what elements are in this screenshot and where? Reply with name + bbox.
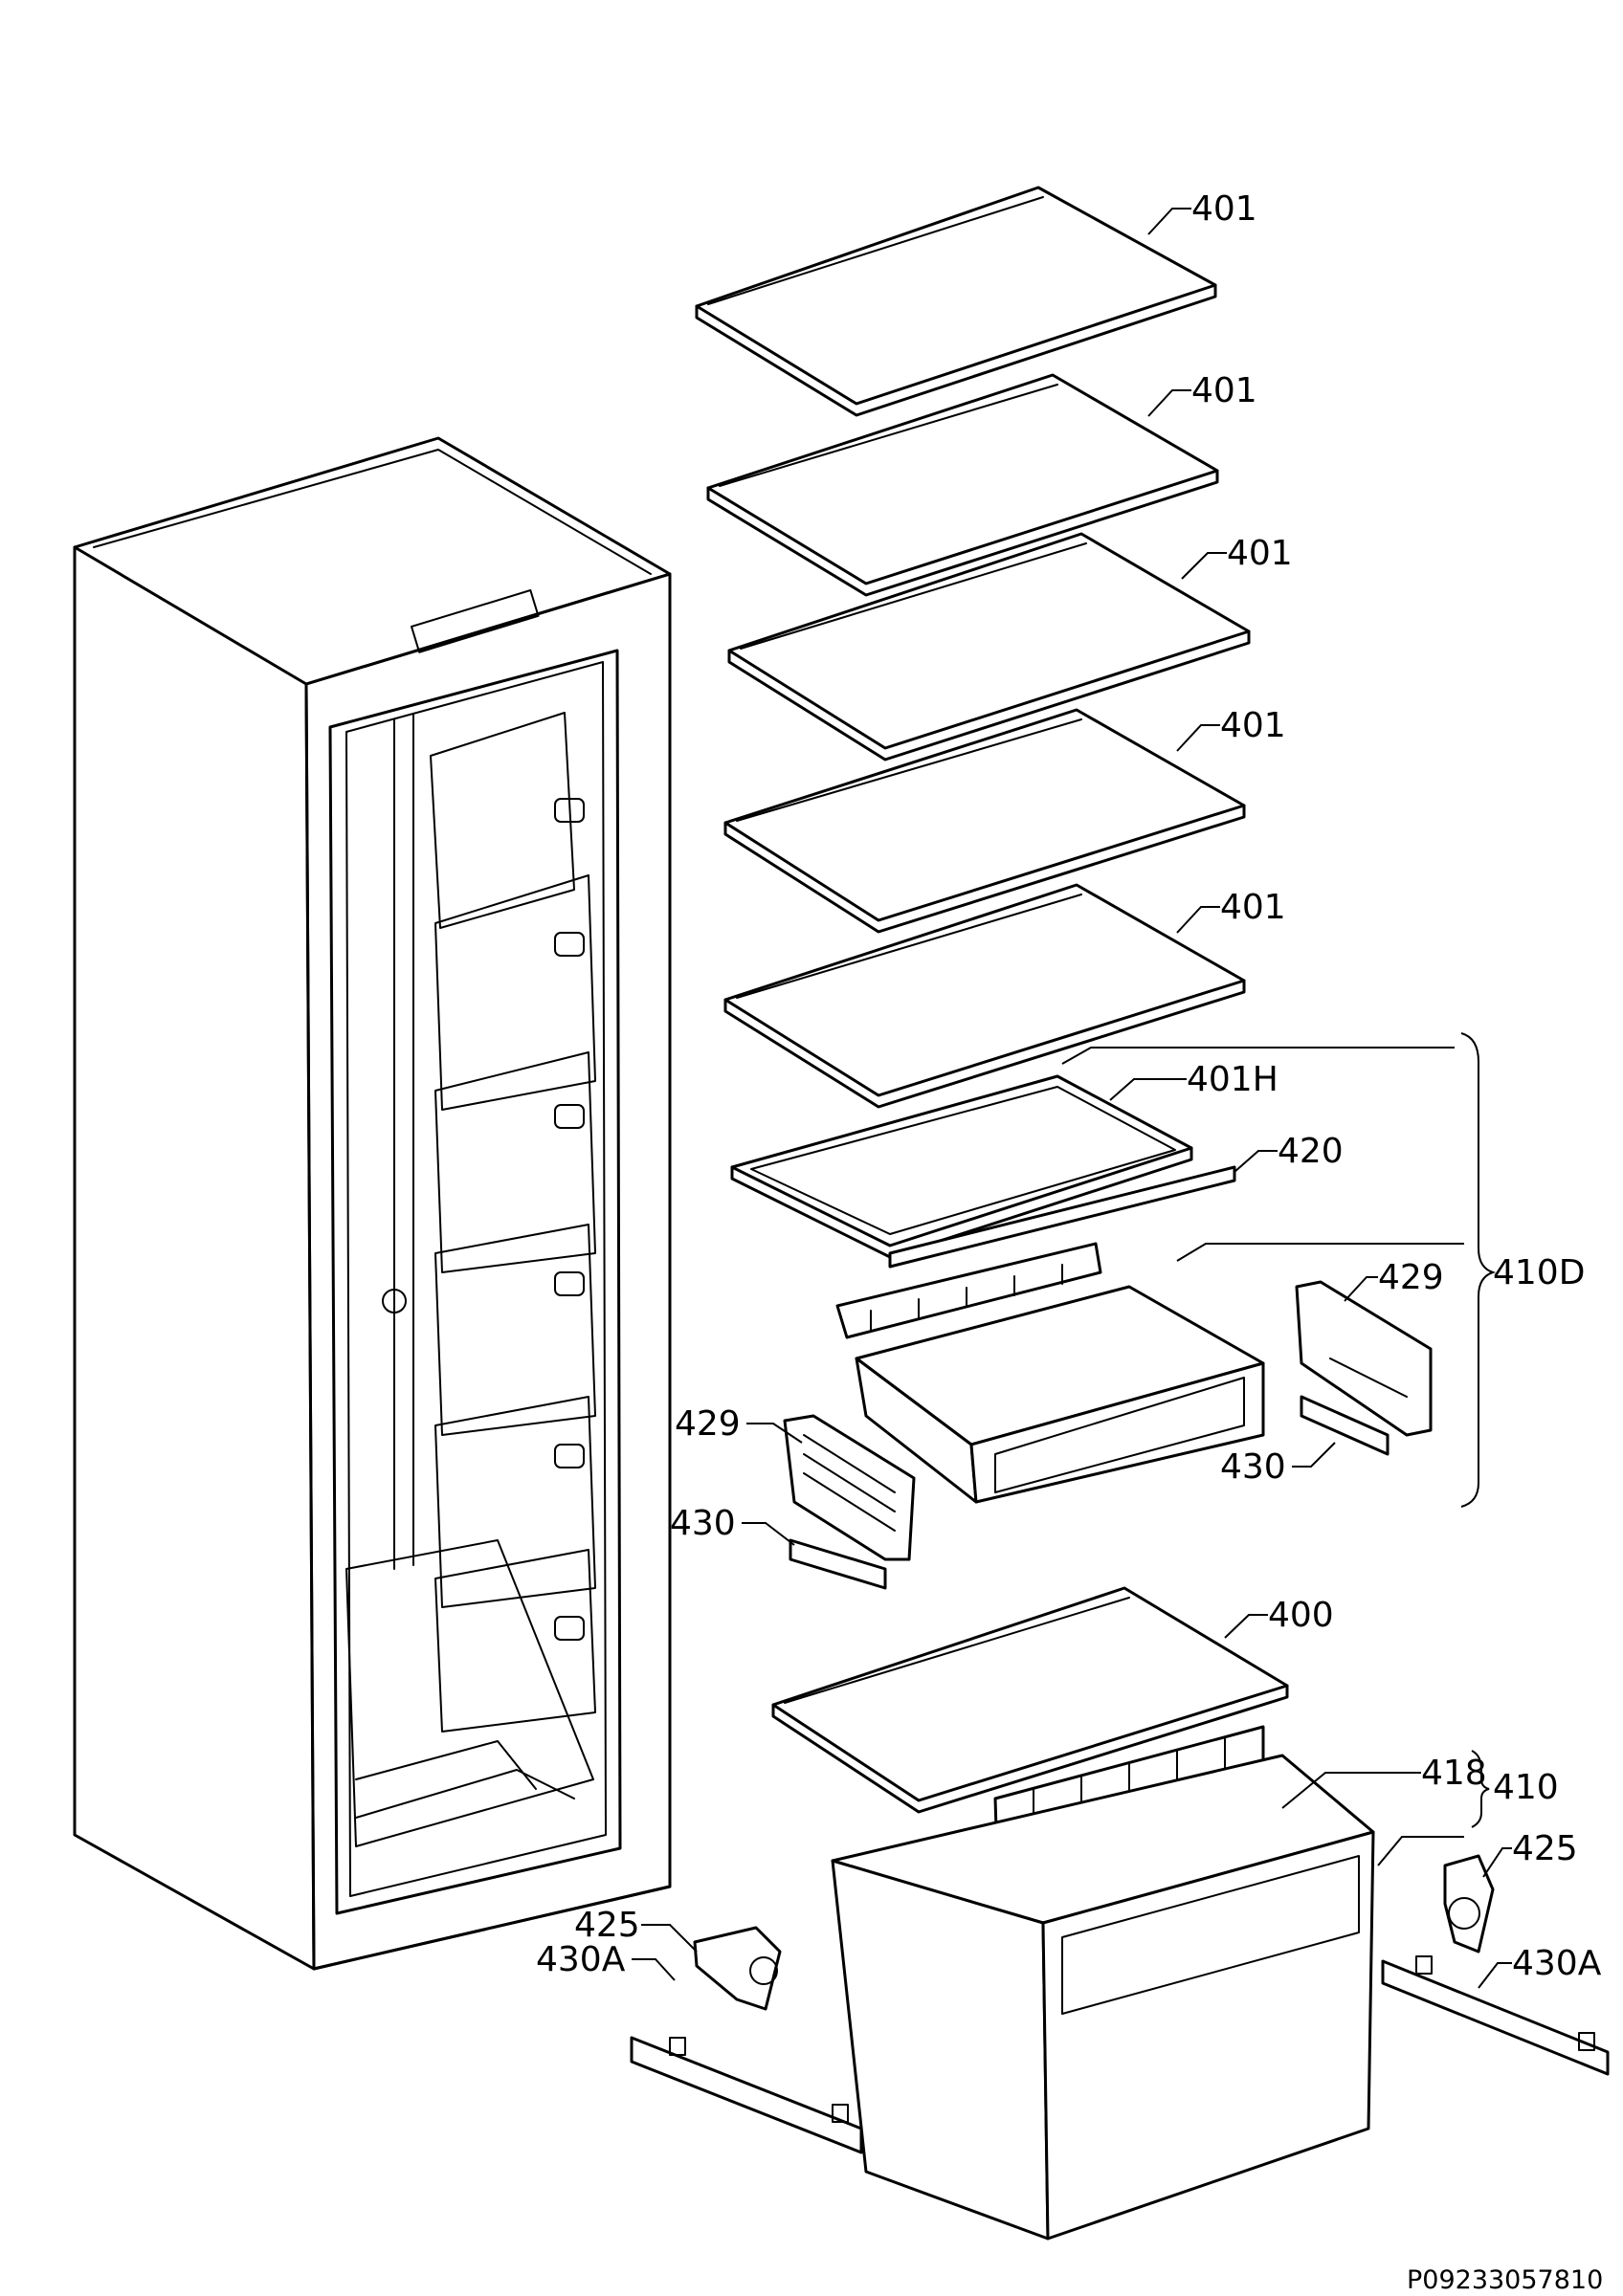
label-418: 418 [1421,1754,1487,1793]
rail-430-left [789,1538,887,1590]
glass-shelves-401 [695,186,1251,1109]
rail-430a-right [1381,1955,1610,2076]
bracket-429-right [1295,1280,1433,1437]
drawing-code: P09233057810 [1407,2265,1603,2295]
label-410: 410 [1493,1768,1559,1807]
part-425-right [1443,1854,1495,1954]
strip-420 [888,1165,1236,1269]
label-401h: 401H [1187,1060,1278,1099]
shelf-401-2 [706,373,1219,597]
shelf-401-3 [727,532,1251,762]
rail-430-right [1300,1395,1390,1456]
label-425-right: 425 [1512,1829,1578,1868]
label-420: 420 [1278,1132,1344,1171]
label-430a-left: 430A [536,1940,626,1979]
label-429-right: 429 [1378,1258,1444,1297]
label-400: 400 [1268,1596,1334,1635]
label-401-4: 401 [1220,706,1286,745]
label-401-5: 401 [1220,888,1286,927]
label-401-1: 401 [1191,189,1257,229]
bracket-429-left [783,1414,916,1561]
shelf-401h [730,1074,1193,1259]
label-430a-right: 430A [1512,1944,1602,1983]
part-425-left [693,1926,782,2011]
cabinet-shelf-ribs [430,712,596,1733]
callout-labels: 401 401 401 401 401 401H 420 410D 429 43… [536,189,1603,2295]
label-430-left: 430 [670,1504,736,1543]
label-430-right: 430 [1220,1447,1286,1487]
label-401-3: 401 [1227,534,1293,573]
crisper-drawer-410 [831,1754,1375,2241]
shelf-401-1 [695,186,1217,417]
label-425-left: 425 [574,1906,640,1945]
leader-lines [632,208,1512,1989]
shelf-400 [771,1586,1289,1814]
shelf-401-4 [723,708,1246,934]
label-410d: 410D [1493,1253,1585,1292]
label-401-2: 401 [1191,371,1257,410]
drawer-assembly-410d [835,1242,1265,1504]
shelf-401-5 [723,883,1246,1109]
label-429-left: 429 [675,1404,741,1444]
rail-430a-left [630,2036,863,2154]
fridge-cabinet [73,436,672,1971]
